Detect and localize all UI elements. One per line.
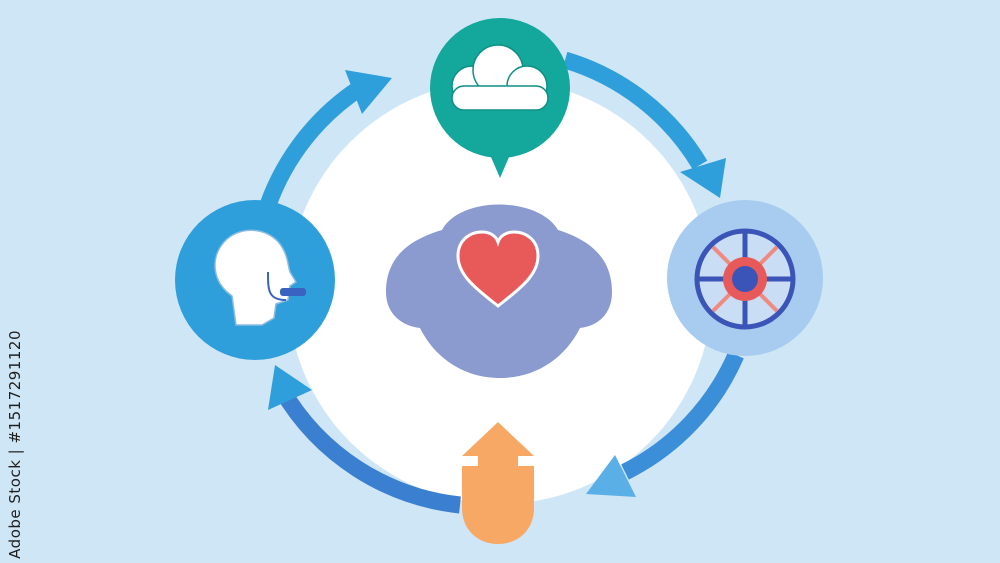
ring-arrow-top-right xyxy=(562,51,708,170)
ring-arrowhead-top-left xyxy=(345,70,392,114)
headset-person-icon xyxy=(214,229,306,326)
ring-arrow-bottom-left xyxy=(274,385,461,514)
ring-arrow-top-left xyxy=(259,80,365,208)
center-mind xyxy=(386,204,612,378)
image-id-label: Adobe Stock | #1517291120 xyxy=(6,330,24,559)
up-arrow-icon xyxy=(462,422,534,544)
heart-icon xyxy=(456,230,540,308)
cloud-node xyxy=(430,18,570,178)
ring-arrowhead-bottom-right xyxy=(586,455,636,497)
headset-node xyxy=(175,200,335,360)
ring-arrow-bottom-right xyxy=(621,351,744,480)
ring-arrowhead-top-right xyxy=(680,158,726,198)
target-wheel-icon xyxy=(694,228,796,330)
cloud-icon xyxy=(451,44,549,111)
ring-arrowhead-bottom-left xyxy=(268,365,312,410)
target-node xyxy=(667,200,823,356)
